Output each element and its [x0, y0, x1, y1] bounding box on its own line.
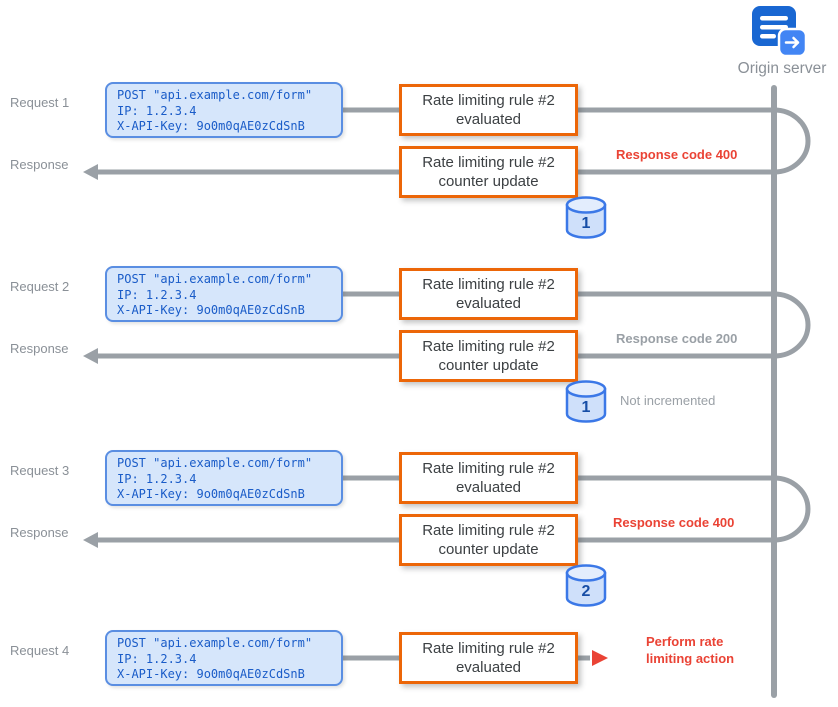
lane-label-request-2: Request 2	[10, 279, 70, 294]
counter-value: 2	[582, 583, 591, 600]
request-card-1: POST "api.example.com/form" IP: 1.2.3.4 …	[105, 82, 343, 138]
request-method-line: POST "api.example.com/form"	[117, 456, 313, 470]
rule-counter-box-2: Rate limiting rule #2 counter update	[399, 330, 578, 382]
request-method-line: POST "api.example.com/form"	[117, 272, 313, 286]
counter-value: 1	[582, 399, 591, 416]
response-code-annotation-3: Response code 400	[613, 515, 735, 530]
counter-db-1: 1	[563, 195, 609, 246]
rule-counter-label: Rate limiting rule #2 counter update	[422, 521, 555, 559]
counter-db-3: 2	[563, 563, 609, 614]
request-api-key-line: X-API-Key: 9o0m0qAE0zCdSnB	[117, 667, 305, 682]
request-ip-line: IP: 1.2.3.4	[117, 103, 197, 118]
rule-counter-label: Rate limiting rule #2 counter update	[422, 153, 555, 191]
request-card-4: POST "api.example.com/form" IP: 1.2.3.4 …	[105, 630, 343, 686]
request-ip-line: IP: 1.2.3.4	[117, 471, 197, 486]
lane-label-request-4: Request 4	[10, 643, 70, 658]
request-api-key-line: X-API-Key: 9o0m0qAE0zCdSnB	[117, 487, 305, 502]
rule-counter-box-3: Rate limiting rule #2 counter update	[399, 514, 578, 566]
request-card-2: POST "api.example.com/form" IP: 1.2.3.4 …	[105, 266, 343, 322]
rule-evaluated-box-4: Rate limiting rule #2 evaluated	[399, 632, 578, 684]
origin-processing-arc-2	[773, 291, 811, 359]
request-api-key-line: X-API-Key: 9o0m0qAE0zCdSnB	[117, 303, 305, 318]
lane-label-request-1: Request 1	[10, 95, 70, 110]
counter-note-annotation: Not incremented	[620, 393, 716, 408]
action-arrowhead	[592, 650, 608, 666]
request-ip-line: IP: 1.2.3.4	[117, 287, 197, 302]
rule-counter-box-1: Rate limiting rule #2 counter update	[399, 146, 578, 198]
request-method-line: POST "api.example.com/form"	[117, 636, 313, 650]
origin-server-icon	[750, 4, 808, 65]
origin-server-label: Origin server	[737, 60, 827, 77]
rule-evaluated-box-1: Rate limiting rule #2 evaluated	[399, 84, 578, 136]
rule-evaluated-label: Rate limiting rule #2 evaluated	[422, 275, 555, 313]
lane-label-response-2: Response	[10, 341, 69, 356]
response-arrowhead-3	[83, 532, 98, 548]
origin-processing-arc-3	[773, 475, 811, 543]
rule-evaluated-label: Rate limiting rule #2 evaluated	[422, 91, 555, 129]
request-ip-line: IP: 1.2.3.4	[117, 651, 197, 666]
counter-value: 1	[582, 215, 591, 232]
request-api-key-line: X-API-Key: 9o0m0qAE0zCdSnB	[117, 119, 305, 134]
response-code-annotation-2: Response code 200	[616, 331, 738, 346]
rule-counter-label: Rate limiting rule #2 counter update	[422, 337, 555, 375]
origin-processing-arc-1	[773, 107, 811, 175]
rule-evaluated-label: Rate limiting rule #2 evaluated	[422, 639, 555, 677]
lane-label-request-3: Request 3	[10, 463, 70, 478]
rule-evaluated-box-3: Rate limiting rule #2 evaluated	[399, 452, 578, 504]
response-code-annotation-1: Response code 400	[616, 147, 738, 162]
rule-evaluated-label: Rate limiting rule #2 evaluated	[422, 459, 555, 497]
final-action-annotation: Perform rate limiting action	[646, 634, 735, 666]
response-arrowhead-1	[83, 164, 98, 180]
lane-label-response-1: Response	[10, 157, 69, 172]
response-arrowhead-2	[83, 348, 98, 364]
lane-label-response-3: Response	[10, 525, 69, 540]
request-card-3: POST "api.example.com/form" IP: 1.2.3.4 …	[105, 450, 343, 506]
rule-evaluated-box-2: Rate limiting rule #2 evaluated	[399, 268, 578, 320]
counter-db-2: 1	[563, 379, 609, 430]
request-method-line: POST "api.example.com/form"	[117, 88, 313, 102]
